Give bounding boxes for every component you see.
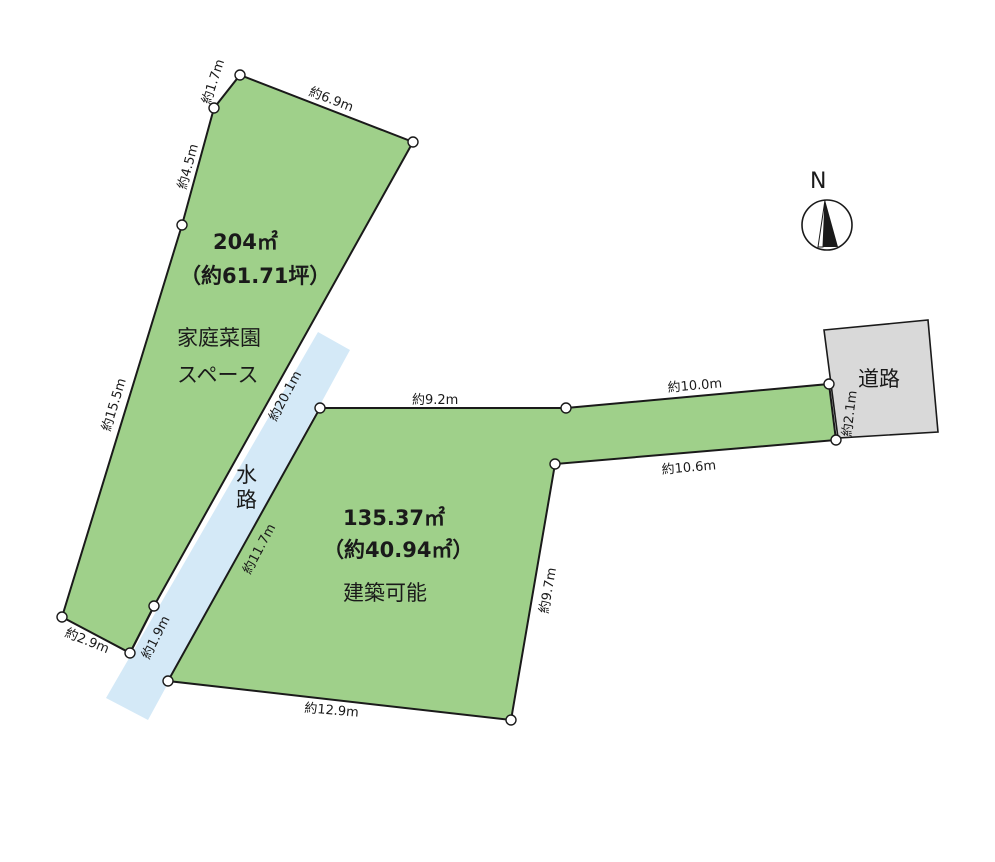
dim-label: 約9.2m <box>412 393 458 408</box>
north-arrow-icon <box>801 199 853 251</box>
dim-label: 約2.1m <box>840 390 861 438</box>
vertex <box>560 402 572 414</box>
vertex <box>407 136 419 148</box>
dim-label: 約9.7m <box>537 566 560 614</box>
road-label: 道路 <box>858 367 900 391</box>
dim-label: 約12.9m <box>304 701 360 721</box>
vertex <box>124 647 136 659</box>
waterway-label-2: 路 <box>236 488 257 512</box>
vertex <box>176 219 188 231</box>
vertex <box>56 611 68 623</box>
vertex <box>162 675 174 687</box>
vertex <box>234 69 246 81</box>
garden-use-line1: 家庭菜園 <box>177 326 261 350</box>
building-plot <box>166 382 838 722</box>
building-area-sqm: 135.37㎡ <box>343 506 445 530</box>
building-area-tsubo: （約40.94㎡） <box>323 538 473 562</box>
garden-use-line2: スペース <box>177 363 258 387</box>
waterway-label-1: 水 <box>236 463 257 487</box>
vertex <box>823 378 835 390</box>
vertex <box>148 600 160 612</box>
waterway <box>106 332 350 720</box>
garden-area-sqm: 204㎡ <box>213 230 278 254</box>
vertex <box>505 714 517 726</box>
vertex <box>549 458 561 470</box>
vertex <box>314 402 326 414</box>
road-area <box>823 319 939 439</box>
dim-label: 約10.6m <box>661 458 717 478</box>
vertex <box>208 102 220 114</box>
dim-label: 約10.0m <box>667 376 723 396</box>
garden-edge <box>129 605 155 654</box>
vertex <box>830 434 842 446</box>
building-use: 建築可能 <box>343 581 427 605</box>
north-label: N <box>810 169 826 194</box>
garden-area-tsubo: （約61.71坪） <box>180 264 330 288</box>
vertex-markers <box>56 69 842 726</box>
garden-plot <box>60 73 415 655</box>
